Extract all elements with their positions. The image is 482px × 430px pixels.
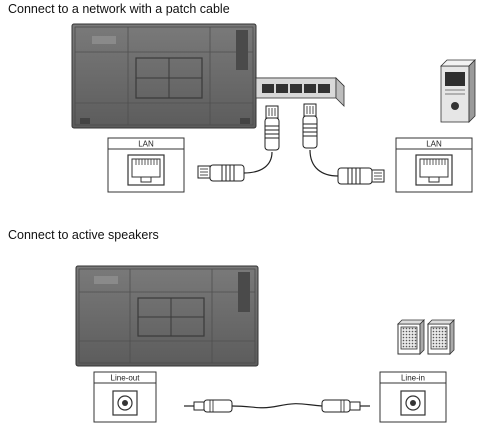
section-heading-network: Connect to a network with a patch cable xyxy=(8,2,230,16)
rj45-port-icon xyxy=(415,154,453,186)
section-heading-speakers: Connect to active speakers xyxy=(8,228,159,242)
line-in-label: Line-in xyxy=(401,374,425,383)
display-line-out-box: Line-out xyxy=(93,371,157,423)
patch-cable-computer xyxy=(302,103,385,185)
rj45-port-icon xyxy=(127,154,165,186)
display-back-panel-2 xyxy=(75,265,259,367)
line-out-label: Line-out xyxy=(111,374,141,383)
audio-jack-icon xyxy=(112,390,138,416)
display-port-label: LAN xyxy=(138,140,154,149)
speakers xyxy=(397,319,455,355)
computer-tower xyxy=(440,59,476,123)
display-lan-port-box: LAN xyxy=(107,137,185,193)
patch-cable-display xyxy=(197,105,280,182)
device-port-label: LAN xyxy=(426,140,442,149)
audio-jack-icon xyxy=(400,390,426,416)
audio-cable xyxy=(184,399,370,413)
display-back-panel-1 xyxy=(71,23,257,129)
device-line-in-box: Line-in xyxy=(379,371,447,423)
network-switch xyxy=(255,77,345,107)
computer-lan-port-box: LAN xyxy=(395,137,473,193)
